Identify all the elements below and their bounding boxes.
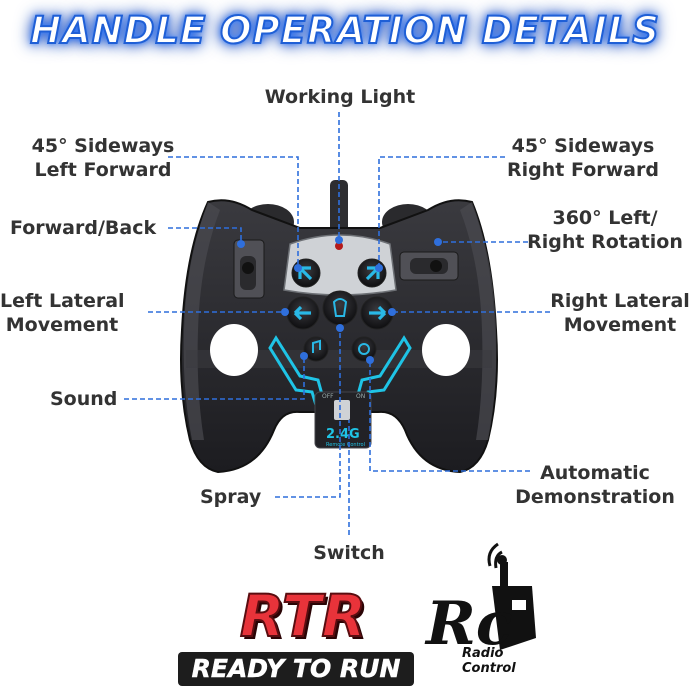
leader-dots: [237, 236, 442, 364]
switch-off-label: OFF: [322, 393, 334, 400]
rc-sub-line1: Radio: [462, 646, 504, 661]
callout-right-lateral: Right Lateral Movement: [550, 289, 690, 337]
rc-logo-text: Rc: [426, 589, 513, 659]
callout-sideways-right-line2: Right Forward: [507, 159, 659, 181]
button-spray-nozzle: [322, 290, 358, 326]
callout-demo-line2: Demonstration: [515, 486, 675, 508]
badge-24g: 2.4G: [326, 427, 360, 442]
button-right-lateral: [360, 296, 394, 330]
callout-left-lateral-line2: Movement: [5, 314, 119, 336]
grip-band: [186, 350, 492, 368]
power-switch: [334, 400, 350, 420]
callout-right-lateral-line1: Right Lateral: [550, 290, 690, 312]
callout-switch: Switch: [313, 542, 385, 564]
callout-sideways-left-line2: Left Forward: [34, 159, 172, 181]
callout-forward-back: Forward/Back: [10, 217, 157, 239]
callout-left-lateral-line1: Left Lateral: [0, 290, 125, 312]
badge-remote: Remote Control: [326, 442, 365, 448]
rc-sub-line2: Control: [462, 661, 516, 676]
rc-logo-graphic: [487, 542, 536, 650]
left-grip-hole: [210, 324, 258, 376]
rtr-tagline: READY TO RUN: [178, 652, 414, 686]
button-right-forward-diagonal: [357, 258, 387, 288]
callout-rotation-line2: Right Rotation: [527, 231, 683, 253]
callout-working-light: Working Light: [264, 86, 416, 108]
antenna: [330, 180, 348, 232]
callout-sideways-right-line1: 45° Sideways: [511, 135, 655, 157]
callout-sideways-right-forward: 45° Sideways Right Forward: [488, 134, 678, 182]
callout-rotation: 360° Left/ Right Rotation: [520, 206, 690, 254]
switch-on-label: ON: [356, 393, 365, 400]
rtr-logo-text: RTR: [239, 582, 367, 650]
button-demo: [351, 336, 377, 362]
callout-sideways-left-forward: 45° Sideways Left Forward: [18, 134, 188, 182]
callout-demo-line1: Automatic: [540, 462, 650, 484]
button-left-lateral: [286, 296, 320, 330]
leader-lines: [124, 112, 550, 535]
callout-sideways-left-line1: 45° Sideways: [31, 135, 175, 157]
callout-spray: Spray: [200, 486, 262, 508]
right-grip-hole: [422, 324, 470, 376]
callout-right-lateral-line2: Movement: [563, 314, 677, 336]
callout-automatic-demo: Automatic Demonstration: [510, 461, 680, 509]
working-light: [335, 242, 343, 250]
callout-rotation-line1: 360° Left/: [552, 207, 658, 229]
page-title: HANDLE OPERATION DETAILS: [29, 8, 660, 53]
rc-logo-subtext: Radio Control: [462, 646, 532, 676]
left-wing-trim: [183, 202, 220, 440]
callout-sound: Sound: [50, 388, 118, 410]
callout-left-lateral: Left Lateral Movement: [0, 289, 125, 337]
button-left-forward-diagonal: [291, 258, 321, 288]
button-sound: [303, 336, 329, 362]
right-wing-trim: [460, 202, 497, 440]
